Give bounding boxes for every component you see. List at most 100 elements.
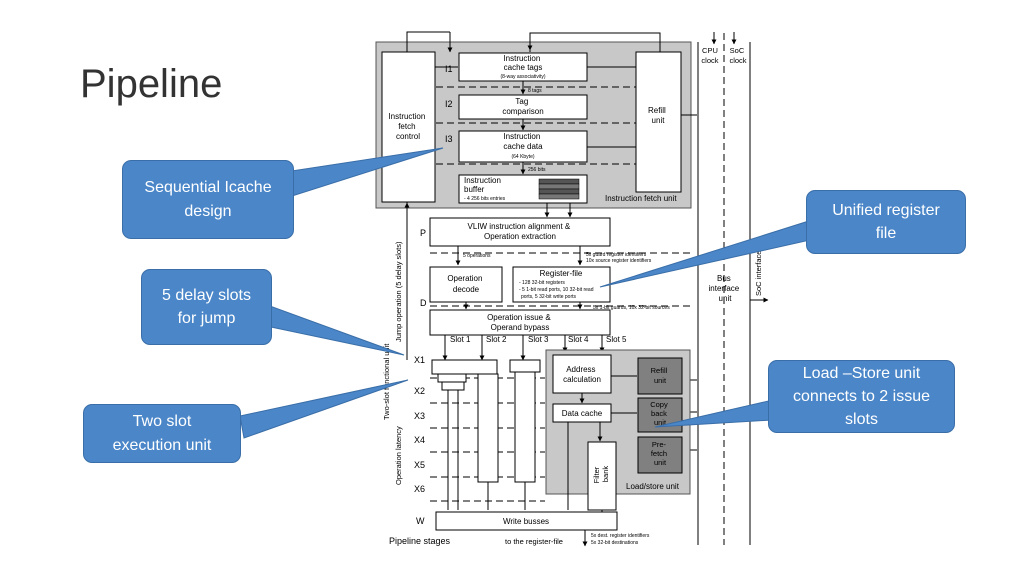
bits-note: 256 bits	[528, 167, 546, 173]
cpu-clock-line-1: CPU	[702, 46, 718, 55]
slide-title: Pipeline	[80, 62, 223, 106]
svg-text:Instruction cache data: Instruction cache data	[503, 132, 543, 151]
svg-text:Operation issue & Operand: Operation issue & Operand bypass	[487, 313, 553, 332]
regfile-line-3: ports, 5 32-bit write ports	[521, 294, 577, 300]
issue-line-1: Operation issue &	[487, 313, 551, 322]
ls-refill-line-1: Refill	[651, 366, 668, 375]
slot-2-label: Slot 2	[486, 335, 507, 344]
ls-refill-unit	[637, 357, 683, 395]
fetch-refill-unit	[635, 51, 682, 193]
vliw-line-2: Operation extraction	[484, 232, 556, 241]
filter-bank	[587, 441, 617, 511]
decode-line-2: decode	[453, 285, 480, 294]
buffer-line-1: Instruction	[464, 176, 501, 185]
stage-x2: X2	[414, 386, 425, 396]
cache-tags-sub: (8-way associativity)	[500, 74, 545, 80]
stage-w: W	[416, 516, 425, 526]
fetch-refill-line-2: unit	[652, 116, 666, 125]
tag-comparison-line-2: comparison	[502, 107, 543, 116]
copy-back-line-2: back	[651, 409, 667, 418]
pointer-delay	[265, 305, 405, 356]
prefetch-line-2: fetch	[651, 449, 667, 458]
write-busses-label: Write busses	[503, 517, 549, 526]
data-cache-label: Data cache	[562, 409, 603, 418]
buffer-entries	[538, 178, 580, 200]
two-slot-unit-label: Two-slot functional unit	[382, 343, 391, 420]
pointer-two-slot	[239, 379, 409, 439]
regfile-line-1: - 128 32-bit registers	[519, 280, 565, 286]
dest-note-line-2: 5x 32-bit destinations	[591, 540, 639, 546]
operation-decode	[429, 266, 503, 303]
svg-text:CPU clock SoC cloc: CPU clock SoC clock	[701, 46, 746, 65]
address-calc-line-1: Address	[566, 365, 595, 374]
dest-note-line-1: 5x dest. register identifiers	[591, 533, 650, 539]
stage-x3: X3	[414, 411, 425, 421]
buffer-sub: - 4 256 bits entries	[464, 196, 506, 202]
prefetch-line-1: Pre-	[652, 440, 667, 449]
fetch-control-line-2: fetch	[398, 122, 415, 131]
stage-i1: I1	[445, 64, 453, 74]
svg-text:Instruction cache tags: Instruction cache tags	[503, 54, 542, 72]
filter-bank-line-2: bank	[601, 466, 610, 483]
cache-data-line-2: cache data	[503, 142, 543, 151]
guard-note: 5x guard register identifiers	[586, 252, 647, 258]
stage-x4: X4	[414, 435, 425, 445]
stage-x6: X6	[414, 484, 425, 494]
svg-text:VLIW instruction alignment &: VLIW instruction alignment & Operation e…	[468, 222, 573, 241]
guards-sources-note: 5x 1-bit guards, 10x 32-bit sources	[593, 305, 670, 311]
prefetch-unit	[637, 436, 683, 474]
svg-text:Tag comparison: Tag comparison	[502, 97, 543, 116]
svg-text:- 128 32-bit registers - 5: - 128 32-bit registers - 5 1-bit read po…	[519, 280, 595, 300]
jump-operation-label: Jump operation (5 delay slots)	[394, 241, 403, 342]
stage-d: D	[420, 298, 427, 308]
svg-text:Address calculation: Address calculation	[563, 365, 601, 384]
slot-1-label: Slot 1	[450, 335, 471, 344]
operation-latency-label: Operation latency	[394, 426, 403, 485]
slot-4-label: Slot 4	[568, 335, 589, 344]
svg-text:Instruction buffer: Instruction buffer	[464, 176, 503, 194]
buffer-line-2: buffer	[464, 185, 485, 194]
cache-data-sub: (64 Kbyte)	[511, 154, 534, 160]
callout-two-slot-unit: Two slot execution unit	[83, 404, 241, 463]
instruction-fetch-control	[381, 51, 436, 203]
bus-interface-line-3: unit	[719, 294, 733, 303]
svg-text:Pre- fetch unit: Pre- fetch unit	[651, 440, 669, 467]
fetch-control-line-3: control	[396, 132, 420, 141]
cpu-clock-line-2: clock	[701, 56, 718, 65]
write-busses	[435, 511, 618, 531]
stage-x5: X5	[414, 460, 425, 470]
cache-data-line-1: Instruction	[503, 132, 540, 141]
svg-text:Copy back unit: Copy back unit	[650, 400, 670, 427]
soc-interface-label: SoC interface	[754, 251, 763, 296]
fetch-refill-line-1: Refill	[648, 106, 666, 115]
stage-i3: I3	[445, 134, 453, 144]
stage-x1: X1	[414, 355, 425, 365]
vliw-alignment	[429, 217, 611, 247]
prefetch-line-3: unit	[654, 458, 667, 467]
slot-3-unit	[509, 359, 541, 373]
tags-note: 8 tags	[528, 88, 542, 94]
issue-line-2: Operand bypass	[491, 323, 550, 332]
callout-load-store-unit: Load –Store unit connects to 2 issue slo…	[768, 360, 955, 433]
bus-interface-line-1: Bus	[717, 274, 731, 283]
vliw-line-1: VLIW instruction alignment &	[468, 222, 571, 231]
slot-3-label: Slot 3	[528, 335, 549, 344]
svg-text:Refill unit: Refill unit	[651, 366, 670, 385]
register-file-title: Register-file	[540, 269, 583, 278]
two-slot-unit	[431, 359, 498, 375]
slot-5-label: Slot 5	[606, 335, 627, 344]
source-note: 10x source register identifiers	[586, 258, 652, 264]
instruction-cache-data	[458, 130, 588, 163]
callout-sequential-icache: Sequential Icache design	[122, 160, 294, 239]
regfile-line-2: - 5 1-bit read ports, 10 32-bit read	[519, 287, 594, 293]
ls-unit-label: Load/store unit	[626, 482, 680, 491]
cache-tags-line-1: Instruction	[503, 54, 540, 63]
cache-tags-line-2: cache tags	[504, 63, 543, 72]
svg-text:Refill unit: Refill unit	[648, 106, 668, 125]
pipeline-stages-label: Pipeline stages	[389, 536, 451, 546]
address-calculation	[552, 354, 612, 394]
fetch-unit-label: Instruction fetch unit	[605, 194, 677, 203]
svg-text:Instruction fetch cont: Instruction fetch control	[388, 112, 427, 141]
decode-line-1: Operation	[447, 274, 482, 283]
